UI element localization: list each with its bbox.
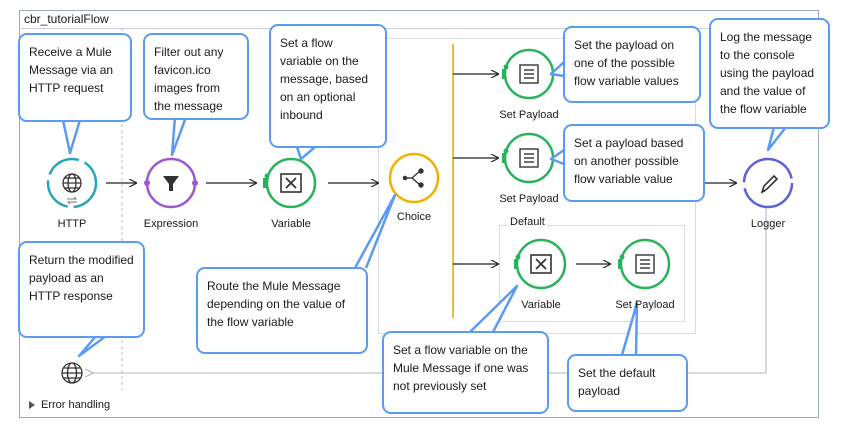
- expression-node[interactable]: [144, 157, 198, 209]
- set-payload-label-2: Set Payload: [499, 193, 559, 205]
- callout-default-payload: Set the default payload: [567, 354, 688, 412]
- flow-title: cbr_tutorialFlow: [24, 12, 109, 26]
- globe-icon: [62, 173, 82, 193]
- expand-triangle-icon[interactable]: [29, 401, 35, 409]
- title-divider: [19, 28, 819, 29]
- callout-set-if-not-set: Set a flow variable on the Mule Message …: [382, 331, 549, 414]
- globe-icon: [61, 362, 83, 384]
- response-return-path: [92, 203, 767, 373]
- error-handling-label[interactable]: Error handling: [41, 399, 111, 411]
- callout-log: Log the message to the console using the…: [709, 18, 830, 129]
- callout-return: Return the modified payload as an HTTP r…: [18, 241, 145, 338]
- http-label: HTTP: [57, 218, 87, 230]
- callout-set-payload-another: Set a payload based on another possible …: [563, 124, 705, 202]
- set-payload-node-2[interactable]: [502, 132, 555, 184]
- document-icon: [519, 64, 539, 84]
- callout-route: Route the Mule Message depending on the …: [196, 267, 368, 354]
- filter-icon: [163, 176, 179, 191]
- callout-set-payload-one: Set the payload on one of the possible f…: [563, 26, 701, 103]
- variable-node[interactable]: [263, 157, 317, 209]
- expression-label: Expression: [143, 218, 199, 230]
- document-icon: [519, 148, 539, 168]
- variable-label: Variable: [271, 218, 311, 230]
- default-branch-label: Default: [508, 216, 547, 228]
- logger-label: Logger: [750, 218, 786, 230]
- callout-filter: Filter out any favicon.ico images from t…: [143, 33, 249, 120]
- exchange-arrows-icon: [66, 196, 78, 205]
- pencil-icon: [760, 174, 779, 194]
- document-icon: [635, 254, 655, 274]
- logger-node[interactable]: [742, 157, 794, 209]
- choice-label: Choice: [396, 211, 432, 223]
- default-set-payload-label: Set Payload: [615, 299, 675, 311]
- choice-node[interactable]: [388, 152, 440, 204]
- default-variable-label: Variable: [521, 299, 561, 311]
- callout-set-flow-variable: Set a flow variable on the message, base…: [269, 24, 387, 148]
- default-set-payload-node[interactable]: [618, 238, 671, 290]
- callout-receive: Receive a Mule Message via an HTTP reque…: [18, 33, 132, 122]
- branch-icon: [402, 168, 424, 188]
- variable-icon: [530, 254, 552, 274]
- response-node[interactable]: [61, 362, 83, 384]
- set-payload-label-1: Set Payload: [499, 109, 559, 121]
- callout-pointers: [61, 61, 787, 358]
- http-node[interactable]: [46, 157, 98, 209]
- set-payload-node-1[interactable]: [502, 48, 555, 100]
- variable-icon: [280, 173, 302, 193]
- default-variable-node[interactable]: [514, 238, 567, 290]
